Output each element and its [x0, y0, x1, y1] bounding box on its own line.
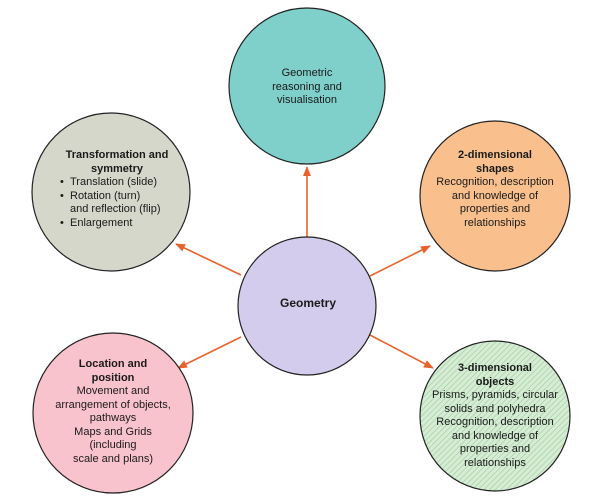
bullet-item: Enlargement — [59, 217, 187, 231]
node-3d-objects-circle — [419, 340, 571, 492]
center-label: Geometry — [279, 296, 337, 310]
node-3d-objects-text: 3-dimensional objects Prisms, pyramids, … — [425, 362, 565, 470]
arrow-to-transformation — [175, 243, 242, 276]
node-reasoning-line: Geometric — [281, 67, 333, 79]
node-transformation-title: Transformation and — [65, 149, 169, 161]
node-3d-objects-title: 3-dimensional — [458, 362, 532, 374]
node-3d-objects-line: relationships — [464, 456, 526, 469]
node-2d-shapes-title: shapes — [476, 162, 514, 175]
node-location-line: arrangement of objects, — [55, 398, 171, 411]
node-3d-objects-line: Prisms, pyramids, circular — [432, 389, 558, 401]
node-2d-shapes-circle — [419, 120, 571, 272]
arrow-to-3d-objects — [369, 334, 434, 369]
node-location-title: Location and — [78, 358, 148, 370]
node-2d-shapes-line: properties and — [459, 203, 531, 215]
node-2d-shapes-text: 2-dimensional shapes Recognition, descri… — [425, 149, 565, 230]
node-location-line: scale and plans) — [72, 452, 154, 465]
node-transformation-bullets: Translation (slide) Rotation (turn) — [59, 176, 187, 203]
arrow-to-location — [177, 336, 242, 369]
node-2d-shapes-line: and knowledge of — [451, 189, 539, 202]
node-transformation-text: Transformation and symmetry Translation … — [47, 149, 187, 230]
node-transformation-bullets: Enlargement — [59, 217, 187, 231]
arrow-to-2d-shapes — [369, 245, 431, 277]
node-3d-objects-line: solids and polyhedra — [444, 402, 546, 415]
node-location-title: position — [91, 371, 135, 384]
node-reasoning-circle — [228, 7, 386, 165]
node-3d-objects-line: and knowledge of — [451, 429, 539, 442]
center-circle — [237, 236, 377, 376]
node-location-circle — [32, 332, 194, 494]
node-location-text: Location and position Movement and arran… — [40, 358, 186, 466]
bullet-item: Rotation (turn) — [59, 190, 187, 204]
node-reasoning-line: reasoning and — [272, 80, 342, 93]
node-location-line: (including — [89, 439, 137, 451]
node-2d-shapes-line: relationships — [464, 216, 526, 229]
node-reasoning-text: Geometric reasoning and visualisation — [237, 67, 377, 108]
bullet-item: Translation (slide) — [59, 176, 187, 190]
node-transformation-title: symmetry — [91, 162, 143, 175]
node-2d-shapes-title: 2-dimensional — [458, 149, 532, 161]
node-3d-objects-line: Recognition, description — [436, 416, 554, 428]
node-location-line: pathways — [89, 412, 137, 424]
node-location-line: Movement and — [76, 385, 150, 397]
node-3d-objects-line: properties and — [459, 443, 531, 455]
node-location-line: Maps and Grids — [74, 425, 152, 438]
bullet-continuation: and reflection (flip) — [70, 203, 161, 215]
node-2d-shapes-line: Recognition, description — [436, 176, 554, 188]
node-reasoning-line: visualisation — [277, 94, 337, 106]
node-3d-objects-title: objects — [475, 375, 515, 388]
